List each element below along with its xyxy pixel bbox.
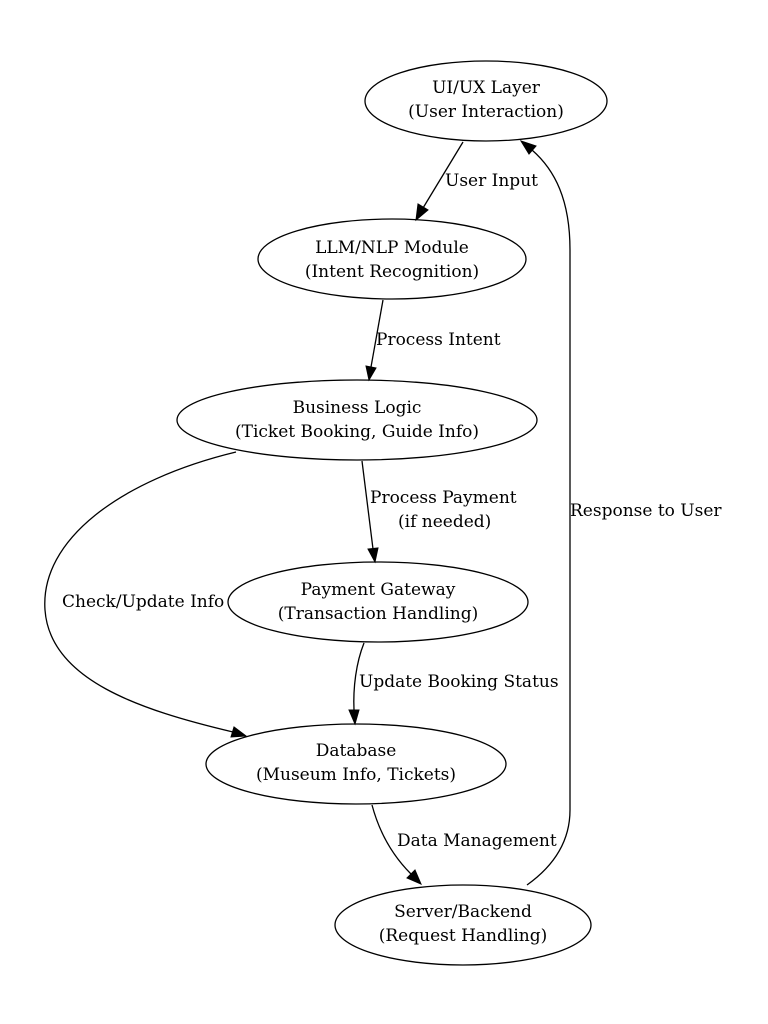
edge-ui-to-llm-line	[422, 141, 464, 209]
edge-database-to-server-label: Data Management	[397, 831, 557, 851]
edge-server-to-ui-line	[526, 149, 571, 886]
edge-payment-to-database-arrowhead	[348, 709, 360, 726]
edge-logic-to-payment-label-line2: (if needed)	[398, 512, 491, 532]
edge-logic-to-database-line	[44, 451, 237, 733]
node-business-logic-title: Business Logic	[293, 398, 422, 418]
node-ui-ux-layer: UI/UX Layer (User Interaction)	[364, 60, 608, 142]
edge-ui-to-llm-arrowhead	[415, 203, 429, 222]
edge-database-to-server-arrowhead	[406, 869, 422, 885]
edge-ui-to-llm-label: User Input	[445, 171, 538, 191]
node-ui-ux-layer-title: UI/UX Layer	[432, 78, 541, 98]
node-database-title: Database	[316, 741, 397, 761]
node-business-logic-shape	[176, 379, 538, 461]
node-ui-ux-layer-subtitle: (User Interaction)	[408, 102, 564, 122]
node-llm-nlp-module-shape	[257, 218, 527, 300]
edge-logic-to-payment-line	[361, 460, 374, 550]
edge-llm-to-logic: Process Intent	[365, 299, 501, 382]
node-business-logic: Business Logic (Ticket Booking, Guide In…	[176, 379, 538, 461]
edge-logic-to-payment-arrowhead	[367, 547, 379, 564]
node-payment-gateway: Payment Gateway (Transaction Handling)	[227, 561, 529, 643]
edge-database-to-server-line	[371, 804, 412, 875]
node-server-backend: Server/Backend (Request Handling)	[334, 884, 592, 966]
edge-server-to-ui: Response to User	[519, 140, 722, 886]
node-server-backend-subtitle: (Request Handling)	[379, 926, 547, 946]
node-payment-gateway-title: Payment Gateway	[301, 580, 456, 600]
node-llm-nlp-module-subtitle: (Intent Recognition)	[305, 262, 479, 282]
node-payment-gateway-subtitle: (Transaction Handling)	[278, 604, 479, 624]
edge-payment-to-database-line	[353, 642, 365, 711]
node-business-logic-subtitle: (Ticket Booking, Guide Info)	[235, 422, 479, 442]
node-payment-gateway-shape	[227, 561, 529, 643]
edge-logic-to-payment: Process Payment (if needed)	[361, 460, 517, 564]
node-llm-nlp-module: LLM/NLP Module (Intent Recognition)	[257, 218, 527, 300]
node-ui-ux-layer-shape	[364, 60, 608, 142]
edge-logic-to-database-arrowhead	[230, 726, 248, 738]
edge-server-to-ui-arrowhead	[519, 140, 537, 155]
edge-llm-to-logic-line	[370, 299, 384, 368]
edge-llm-to-logic-arrowhead	[365, 365, 377, 382]
node-server-backend-shape	[334, 884, 592, 966]
edge-ui-to-llm: User Input	[415, 141, 538, 222]
node-database-subtitle: (Museum Info, Tickets)	[256, 765, 456, 785]
edge-llm-to-logic-label: Process Intent	[376, 330, 501, 350]
edge-payment-to-database: Update Booking Status	[348, 642, 559, 726]
edge-logic-to-database: Check/Update Info	[44, 451, 248, 738]
node-database: Database (Museum Info, Tickets)	[205, 723, 507, 805]
node-server-backend-title: Server/Backend	[394, 902, 532, 922]
edge-logic-to-database-label: Check/Update Info	[62, 592, 224, 612]
node-database-shape	[205, 723, 507, 805]
node-llm-nlp-module-title: LLM/NLP Module	[315, 238, 469, 258]
edge-payment-to-database-label: Update Booking Status	[359, 672, 559, 692]
edge-logic-to-payment-label-line1: Process Payment	[370, 488, 517, 508]
edge-database-to-server: Data Management	[371, 804, 557, 885]
edge-server-to-ui-label: Response to User	[570, 501, 722, 521]
